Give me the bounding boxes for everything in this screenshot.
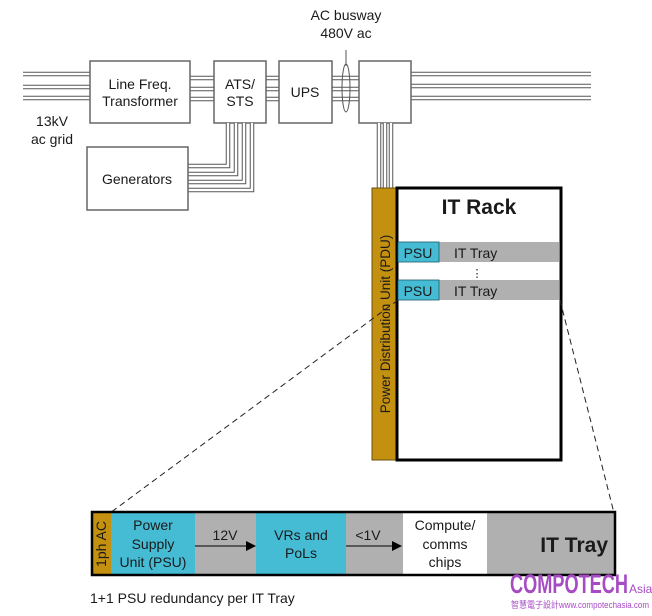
pdu-label: Power Distribution Unit (PDU) <box>378 235 393 414</box>
chips-block <box>403 513 487 574</box>
transformer-label-line1: Line Freq. <box>108 76 171 92</box>
transformer-block: Line Freq. Transformer <box>89 60 191 124</box>
busway-label-line2: 480V ac <box>320 25 371 41</box>
psu-1-label: PSU <box>404 245 433 261</box>
chips-line1: Compute/ <box>415 517 476 533</box>
it-rack: IT Rack <box>395 186 563 462</box>
busway-tap-box <box>358 60 412 124</box>
wire-grid-to-transformer <box>23 71 90 101</box>
wire-busway-continuation <box>411 71 591 101</box>
busway-label-line1: AC busway <box>311 7 382 23</box>
bus-lt1v-label: <1V <box>355 527 381 543</box>
watermark-region: Asia <box>629 582 652 596</box>
it-rack-title: IT Rack <box>442 196 517 219</box>
psu-2 <box>397 279 440 301</box>
wire-transformer-to-ats <box>190 75 215 102</box>
wire-ats-to-ups <box>265 75 279 102</box>
tray-psu-line2: Supply <box>132 536 175 552</box>
chips-line2: comms <box>422 536 467 552</box>
tray-detail-border <box>90 510 617 577</box>
ac-input-strip <box>92 513 111 574</box>
ats-label-line2: STS <box>226 93 253 109</box>
arrow-head-lt1v <box>392 541 402 551</box>
ups-label: UPS <box>291 84 320 100</box>
ac-input-label: 1ph AC <box>93 521 109 567</box>
arrow-head-12v <box>246 541 256 551</box>
redundancy-caption: 1+1 PSU redundancy per IT Tray <box>90 590 295 606</box>
watermark-brand: COMPOTECH <box>510 569 628 599</box>
tray-ellipsis: ⋮ <box>472 268 483 280</box>
busway-label: AC busway 480V ac <box>311 7 382 41</box>
tray-1-label: IT Tray <box>454 245 497 261</box>
generators-block: Generators <box>86 146 189 211</box>
zoom-line-left <box>109 299 399 514</box>
bus-12v-label: 12V <box>213 527 239 543</box>
vrs-line1: VRs and <box>274 527 328 543</box>
watermark-subtitle: 智慧電子設計www.compotechasia.com <box>511 599 649 610</box>
wire-busway-to-pdu <box>376 123 394 188</box>
rack-tray-2: PSU IT Tray <box>397 279 559 301</box>
grid-label: 13kV ac grid <box>31 113 73 147</box>
grid-label-line2: ac grid <box>31 131 73 147</box>
wire-generators-to-ats <box>188 123 255 193</box>
tray-detail-title: IT Tray <box>540 534 608 557</box>
busway-ellipse-marker <box>341 63 351 113</box>
chips-line3: chips <box>429 554 462 570</box>
rack-tray-1: PSU IT Tray <box>397 241 559 263</box>
vrs-line2: PoLs <box>285 545 317 561</box>
transformer-label-line2: Transformer <box>102 93 178 109</box>
grid-bus-wires <box>23 71 591 102</box>
tray-psu-line1: Power <box>133 517 173 533</box>
ups-block: UPS <box>278 60 333 124</box>
wire-ups-to-busway <box>332 75 359 102</box>
ats-sts-block: ATS/ STS <box>213 60 267 124</box>
ats-label-line1: ATS/ <box>225 76 255 92</box>
pdu-strip: Power Distribution Unit (PDU) <box>371 187 398 461</box>
psu-1 <box>397 241 440 263</box>
tray-psu-line3: Unit (PSU) <box>120 554 187 570</box>
vrs-block <box>256 513 346 574</box>
generators-label: Generators <box>102 171 172 187</box>
tray-psu-block <box>111 513 195 574</box>
tray-detail: 1ph AC Power Supply Unit (PSU) 12V VRs a… <box>90 510 617 577</box>
psu-2-label: PSU <box>404 283 433 299</box>
watermark: COMPOTECH Asia 智慧電子設計www.compotechasia.c… <box>510 569 652 610</box>
zoom-line-right <box>559 299 615 514</box>
tray-2-label: IT Tray <box>454 283 497 299</box>
grid-label-line1: 13kV <box>36 113 69 129</box>
